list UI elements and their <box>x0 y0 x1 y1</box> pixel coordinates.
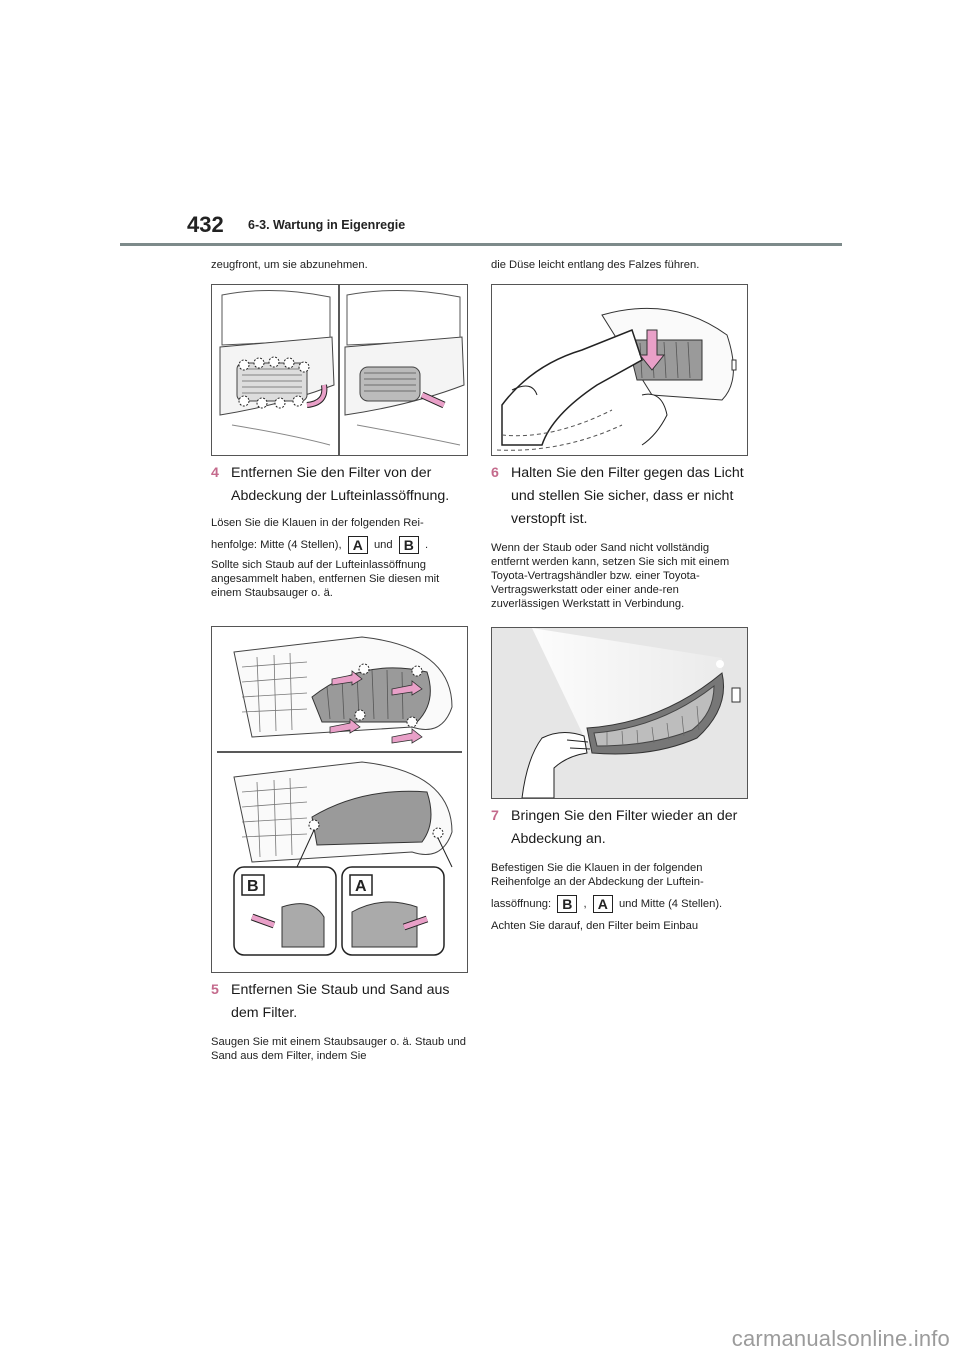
label-b-step7: B <box>557 895 578 913</box>
step-4: 4 Entfernen Sie den Filter von der Abdec… <box>211 462 469 508</box>
step-4-text-1d: . <box>424 538 429 551</box>
step-5-text: Saugen Sie mit einem Staubsauger o. ä. S… <box>211 1036 466 1062</box>
step-5-title: Entfernen Sie Staub und Sand aus dem Fil… <box>231 982 450 1021</box>
step-7-number: 7 <box>491 808 499 824</box>
page-number: 432 <box>187 212 224 237</box>
step-7-text-3: Achten Sie darauf, den Filter beim Einba… <box>491 920 699 932</box>
filter-light-illustration <box>521 628 741 799</box>
left-column: zeugfront, um sie abzunehmen. <box>211 258 469 1063</box>
step-7: 7 Bringen Sie den Filter wieder an der A… <box>491 805 749 851</box>
step-6: 6 Halten Sie den Filter gegen das Licht … <box>491 462 749 531</box>
step-5: 5 Entfernen Sie Staub und Sand aus dem F… <box>211 979 469 1025</box>
right-intro: die Düse leicht entlang des Falzes führe… <box>491 259 700 271</box>
step-5-number: 5 <box>211 982 219 998</box>
step-7-title: Bringen Sie den Filter wieder an der Abd… <box>511 808 738 847</box>
figure-filter-light <box>491 627 748 799</box>
watermark: carmanualsonline.info <box>731 1326 950 1351</box>
filter-claws-illustration: B A <box>217 636 462 956</box>
right-column: die Düse leicht entlang des Falzes führe… <box>491 258 749 933</box>
figure-seat-cover-removal <box>211 284 468 456</box>
section-title: 6-3. Wartung in Eigenregie <box>248 218 406 232</box>
inset-label-a: A <box>355 878 367 895</box>
step-7-text-2a: lassöffnung: <box>491 897 552 910</box>
step-7-text-2c: und Mitte (4 Stellen). <box>618 897 723 910</box>
step-4-text-1b-line: henfolge: Mitte (4 Stellen), A und B . <box>211 536 469 554</box>
figure-filter-claws: B A <box>211 626 468 973</box>
step-6-number: 6 <box>491 465 499 481</box>
step-7-text-2-line: lassöffnung: B , A und Mitte (4 Stellen)… <box>491 895 749 913</box>
step-4-text-1a: Lösen Sie die Klauen in der folgenden Re… <box>211 517 424 529</box>
inset-label-b: B <box>247 878 259 895</box>
figure-vacuum-filter <box>491 284 748 456</box>
step-4-text-1c: und <box>373 538 393 551</box>
step-7-text-1: Befestigen Sie die Klauen in der folgend… <box>491 862 704 888</box>
left-intro: zeugfront, um sie abzunehmen. <box>211 259 368 271</box>
step-6-title: Halten Sie den Filter gegen das Licht un… <box>511 465 744 527</box>
step-6-text: Wenn der Staub oder Sand nicht vollständ… <box>491 542 730 610</box>
label-b: B <box>398 536 419 554</box>
step-7-text-2b: , <box>583 897 587 910</box>
step-4-title: Entfernen Sie den Filter von der Abdecku… <box>231 465 450 504</box>
step-4-text-1b: henfolge: Mitte (4 Stellen), <box>211 538 342 551</box>
step-4-number: 4 <box>211 465 219 481</box>
step-4-text-2: Sollte sich Staub auf der Lufteinlassöff… <box>211 559 440 599</box>
header-rule <box>120 243 842 246</box>
vacuum-filter-illustration <box>496 307 737 451</box>
seat-cover-illustration <box>219 285 465 455</box>
label-a-step7: A <box>592 895 613 913</box>
label-a: A <box>347 536 368 554</box>
